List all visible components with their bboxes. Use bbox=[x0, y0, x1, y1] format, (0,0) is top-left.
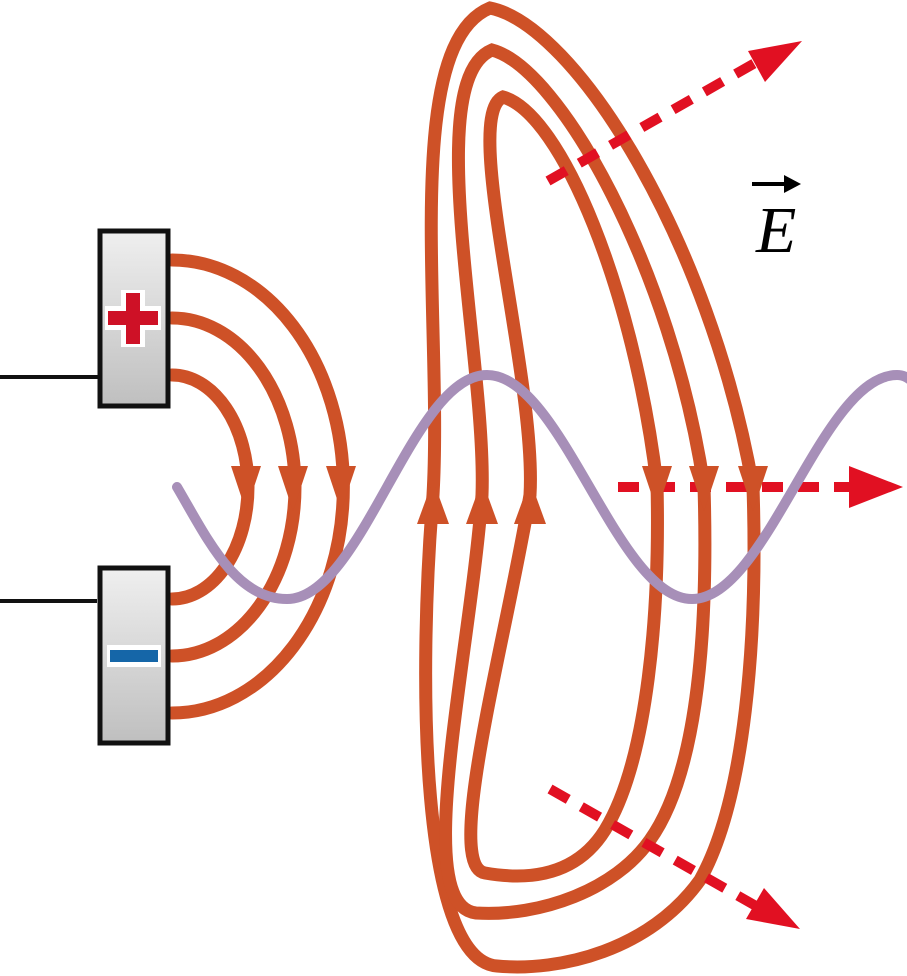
propagation-arrow-middle-head bbox=[849, 466, 903, 508]
down-arrowhead-icon bbox=[642, 466, 672, 511]
down-arrowhead-icon bbox=[326, 466, 356, 511]
negative-electrode bbox=[97, 565, 171, 746]
propagation-arrow-bottom-head bbox=[746, 888, 800, 929]
down-arrowhead-icon bbox=[738, 466, 768, 511]
vector-arrow-head-icon bbox=[784, 175, 801, 193]
propagation-arrow-bottom-shaft bbox=[547, 784, 766, 915]
antenna-wires bbox=[0, 375, 99, 603]
down-arrowhead-icon bbox=[689, 466, 719, 511]
field-loops bbox=[419, 1, 761, 974]
down-arrowhead-icon bbox=[231, 466, 261, 511]
field-line-arrowheads bbox=[231, 466, 768, 524]
positive-electrode bbox=[97, 228, 171, 409]
e-field-label: E bbox=[755, 194, 796, 267]
plus-sign-icon bbox=[108, 293, 158, 344]
propagation-arrow-top-head bbox=[748, 41, 802, 82]
near-field-line-inner bbox=[165, 368, 255, 606]
near-field-lines bbox=[165, 253, 350, 720]
e-field-label-group: E bbox=[752, 175, 801, 267]
up-arrowhead-icon bbox=[514, 480, 546, 524]
field-loop-inner bbox=[464, 90, 664, 883]
field-loop-middle bbox=[439, 43, 712, 920]
up-arrowhead-icon bbox=[417, 480, 449, 524]
down-arrowhead-icon bbox=[278, 466, 308, 511]
propagation-arrow-top-shaft bbox=[545, 54, 765, 186]
em-wave-curve bbox=[172, 369, 907, 605]
up-arrowhead-icon bbox=[466, 480, 498, 524]
field-loop-outer bbox=[419, 1, 761, 974]
near-field-line-middle bbox=[165, 311, 302, 663]
